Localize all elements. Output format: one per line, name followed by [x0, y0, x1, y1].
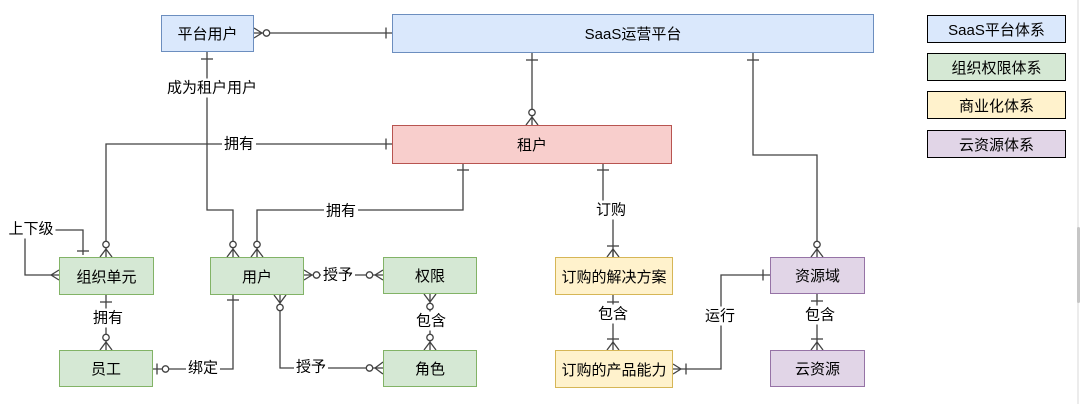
edge-employee-user	[153, 295, 239, 375]
legend-item-cloud: 云资源体系	[927, 130, 1066, 158]
edge-label-contain-role: 包含	[413, 311, 449, 331]
node-tenant: 租户	[392, 125, 672, 164]
legend-item-org: 组织权限体系	[927, 53, 1066, 81]
page-boundary-line	[1077, 0, 1079, 404]
edge-saas-resource-domain	[747, 53, 824, 258]
node-org-unit-label: 组织单元	[76, 268, 137, 286]
node-platform-user-label: 平台用户	[177, 26, 238, 43]
node-cloud-resource-label: 云资源	[794, 361, 840, 378]
node-subscribed-solution-label: 订购的解决方案	[561, 268, 667, 286]
node-employee-label: 员工	[90, 361, 121, 378]
edge-platform-user-user	[201, 52, 240, 258]
edge-user-role	[273, 294, 384, 375]
node-resource-domain: 资源域	[770, 257, 865, 294]
edge-label-own-user: 拥有	[323, 201, 359, 221]
node-saas-platform-label: SaaS运营平台	[584, 26, 682, 43]
edge-platform-user-saas	[253, 27, 392, 39]
node-employee: 员工	[59, 350, 153, 387]
node-cloud-resource: 云资源	[770, 350, 865, 387]
node-role: 角色	[383, 350, 477, 387]
legend-item-saas: SaaS平台体系	[927, 15, 1066, 43]
node-org-unit: 组织单元	[59, 257, 154, 295]
node-role-label: 角色	[414, 361, 445, 378]
edge-label-run: 运行	[702, 306, 738, 326]
node-resource-domain-label: 资源域	[794, 268, 840, 285]
edge-saas-tenant	[525, 53, 539, 126]
edge-label-become-tenant-user: 成为租户用户	[164, 78, 260, 98]
node-user-label: 用户	[241, 268, 272, 286]
edge-label-own-employee: 拥有	[90, 308, 126, 328]
node-subscribed-capability: 订购的产品能力	[555, 350, 673, 388]
node-tenant-label: 租户	[516, 137, 547, 154]
edge-label-grant-permission: 授予	[320, 265, 356, 285]
node-user: 用户	[210, 257, 304, 295]
node-subscribed-capability-label: 订购的产品能力	[561, 361, 667, 379]
node-saas-platform: SaaS运营平台	[392, 14, 874, 53]
node-platform-user: 平台用户	[161, 15, 254, 52]
node-subscribed-solution: 订购的解决方案	[555, 257, 673, 295]
node-permission-label: 权限	[414, 268, 445, 285]
scrollbar-thumb[interactable]	[1077, 227, 1080, 303]
node-permission: 权限	[383, 257, 477, 294]
edge-label-grant-role: 授予	[293, 357, 329, 377]
edge-tenant-org-unit	[99, 138, 392, 258]
edge-label-contain-capability: 包含	[595, 304, 631, 324]
edge-label-bind: 绑定	[185, 358, 221, 378]
edge-tenant-user	[250, 164, 469, 258]
edge-label-subscribe: 订购	[593, 200, 629, 220]
legend-item-commerce: 商业化体系	[927, 91, 1066, 119]
edge-label-contain-cloud-resource: 包含	[802, 305, 838, 325]
edge-label-own-org-unit: 拥有	[221, 134, 257, 154]
edge-label-hierarchy: 上下级	[6, 219, 56, 239]
